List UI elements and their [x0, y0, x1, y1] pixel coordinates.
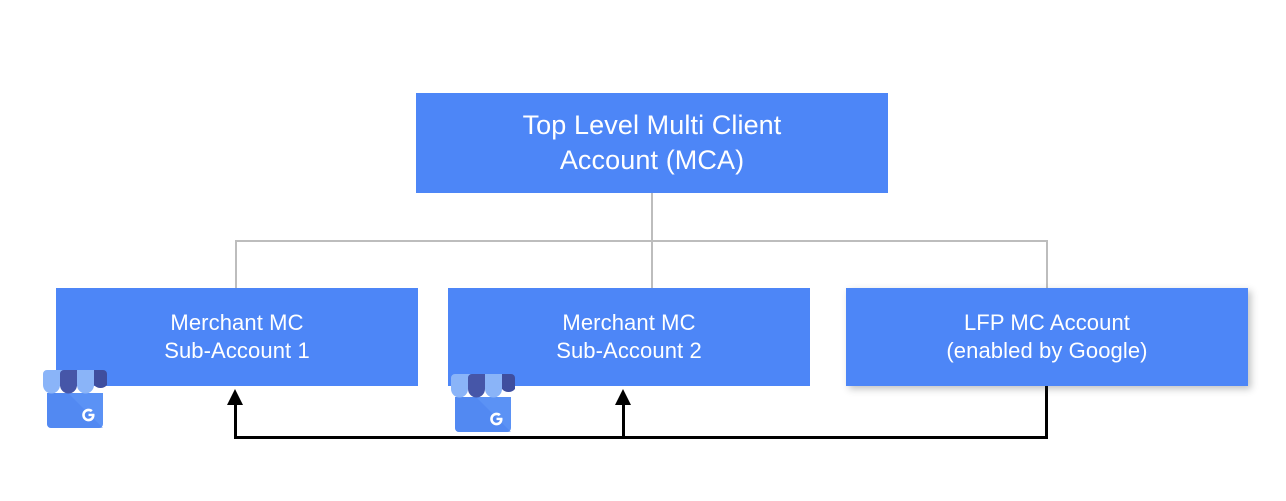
node-label-line: Sub-Account 2: [556, 338, 702, 363]
node-label-line: Sub-Account 1: [164, 338, 310, 363]
arrowhead-to-sub-account-1-icon: [227, 389, 243, 405]
google-my-business-storefront-icon: [446, 367, 520, 439]
feedback-riser-from-lfp: [1045, 386, 1048, 439]
connector-drop-to-sub-account-1: [235, 240, 237, 289]
node-lfp-mc-account-label: LFP MC Account (enabled by Google): [846, 309, 1248, 365]
node-top-level-mca[interactable]: Top Level Multi Client Account (MCA): [416, 93, 888, 193]
node-label-line: LFP MC Account: [963, 309, 1131, 335]
connector-drop-to-sub-account-2: [651, 240, 653, 289]
feedback-riser-to-sub-account-2: [622, 400, 625, 438]
node-label-line: Account (MCA): [559, 145, 745, 175]
connector-root-stem: [651, 193, 653, 241]
feedback-horizontal-line: [234, 436, 1048, 439]
node-label-line: Merchant MC: [170, 309, 304, 335]
node-merchant-sub-account-1-label: Merchant MC Sub-Account 1: [56, 309, 418, 365]
node-top-level-mca-label: Top Level Multi Client Account (MCA): [416, 108, 888, 177]
feedback-riser-to-sub-account-1: [234, 400, 237, 438]
connector-drop-to-lfp-account: [1046, 240, 1048, 289]
arrowhead-to-sub-account-2-icon: [615, 389, 631, 405]
google-my-business-storefront-icon: [38, 363, 112, 435]
node-merchant-sub-account-1[interactable]: Merchant MC Sub-Account 1: [56, 288, 418, 386]
node-lfp-mc-account[interactable]: LFP MC Account (enabled by Google): [846, 288, 1248, 386]
node-merchant-sub-account-2-label: Merchant MC Sub-Account 2: [448, 309, 810, 365]
node-label-line: Top Level Multi Client: [522, 110, 782, 141]
node-merchant-sub-account-2[interactable]: Merchant MC Sub-Account 2: [448, 288, 810, 386]
node-label-line: (enabled by Google): [946, 338, 1148, 363]
node-label-line: Merchant MC: [562, 309, 696, 335]
connector-horizontal-bus: [235, 240, 1048, 242]
